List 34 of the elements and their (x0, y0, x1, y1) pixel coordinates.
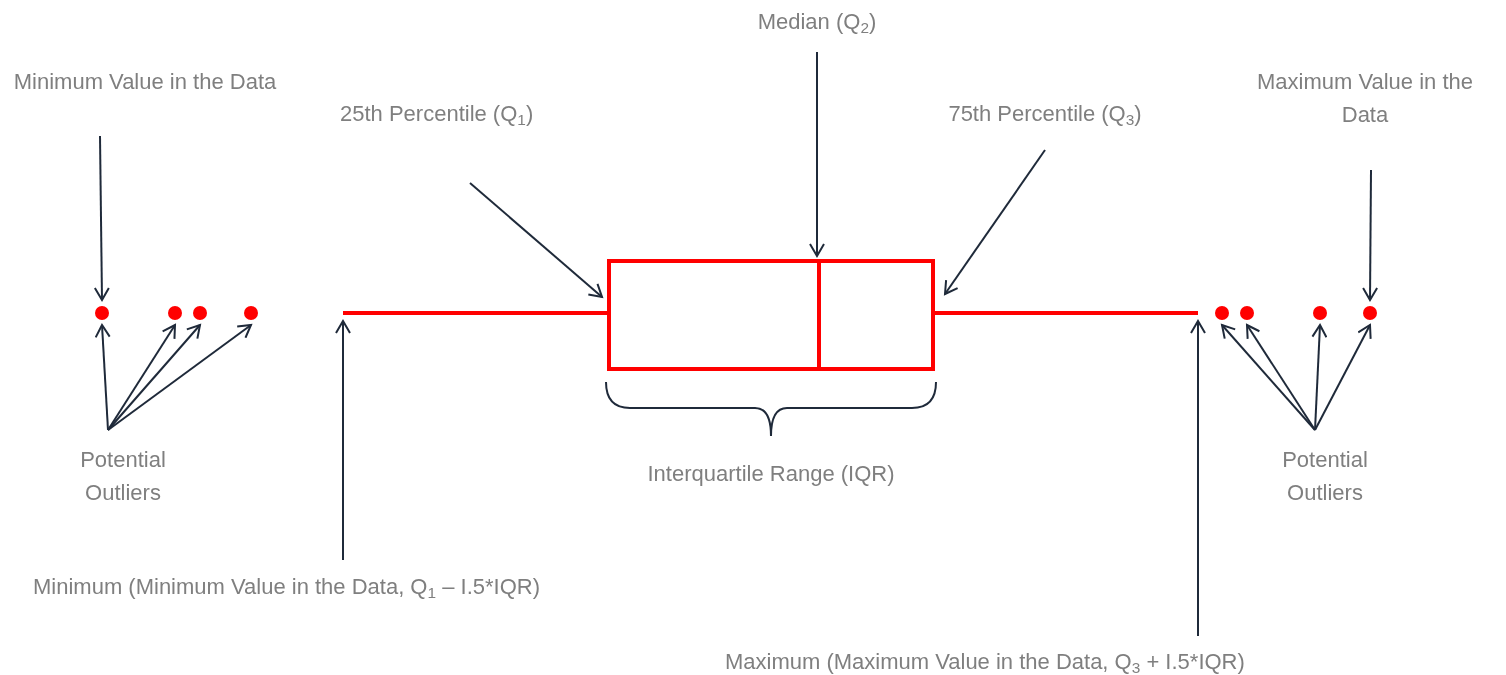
leader-arrow (335, 320, 351, 561)
leader-arrow (1314, 324, 1372, 431)
outlier-dot (1240, 306, 1254, 320)
outlier-dot (95, 306, 109, 320)
leader-arrow (469, 182, 603, 298)
leader-arrow (1246, 324, 1316, 431)
leader-arrow (1190, 320, 1206, 637)
outlier-dot (1215, 306, 1229, 320)
annotation-label: Median (Q$_{2}$) (757, 5, 877, 38)
leader-arrow (1311, 324, 1328, 431)
leader-arrow (107, 324, 176, 431)
leader-arrow (809, 51, 825, 257)
outlier-dot (193, 306, 207, 320)
range-label: Interquartile Range (IQR) (646, 460, 896, 488)
outlier-dot (244, 306, 258, 320)
leader-arrow (944, 149, 1046, 295)
annotation-label: Potential Outliers (63, 443, 183, 509)
leader-arrow (107, 324, 201, 431)
annotation-label: Potential Outliers (1265, 443, 1385, 509)
quartile-box (607, 259, 935, 371)
outlier-dot (1313, 306, 1327, 320)
annotation-label: Maximum Value in the Data (1240, 65, 1490, 131)
leader-arrow (107, 324, 252, 431)
leader-arrow (1362, 169, 1379, 301)
leader-arrow (1221, 324, 1316, 431)
annotation-label: Maximum (Maximum Value in the Data, Q$_{3}$ + I.5*IQR) (725, 645, 1245, 675)
annotation-label: Minimum (Minimum Value in the Data, Q$_{1}$ – I.5*IQR) (33, 570, 540, 603)
outlier-dot (168, 306, 182, 320)
annotation-label: Minimum Value in the Data (5, 65, 285, 98)
annotation-label: 25th Percentile (Q$_{1}$) (340, 97, 600, 130)
annotation-label: 75th Percentile (Q$_{3}$) (930, 97, 1160, 130)
outlier-dot (1363, 306, 1377, 320)
leader-arrow (93, 135, 110, 301)
leader-arrow (94, 324, 111, 431)
